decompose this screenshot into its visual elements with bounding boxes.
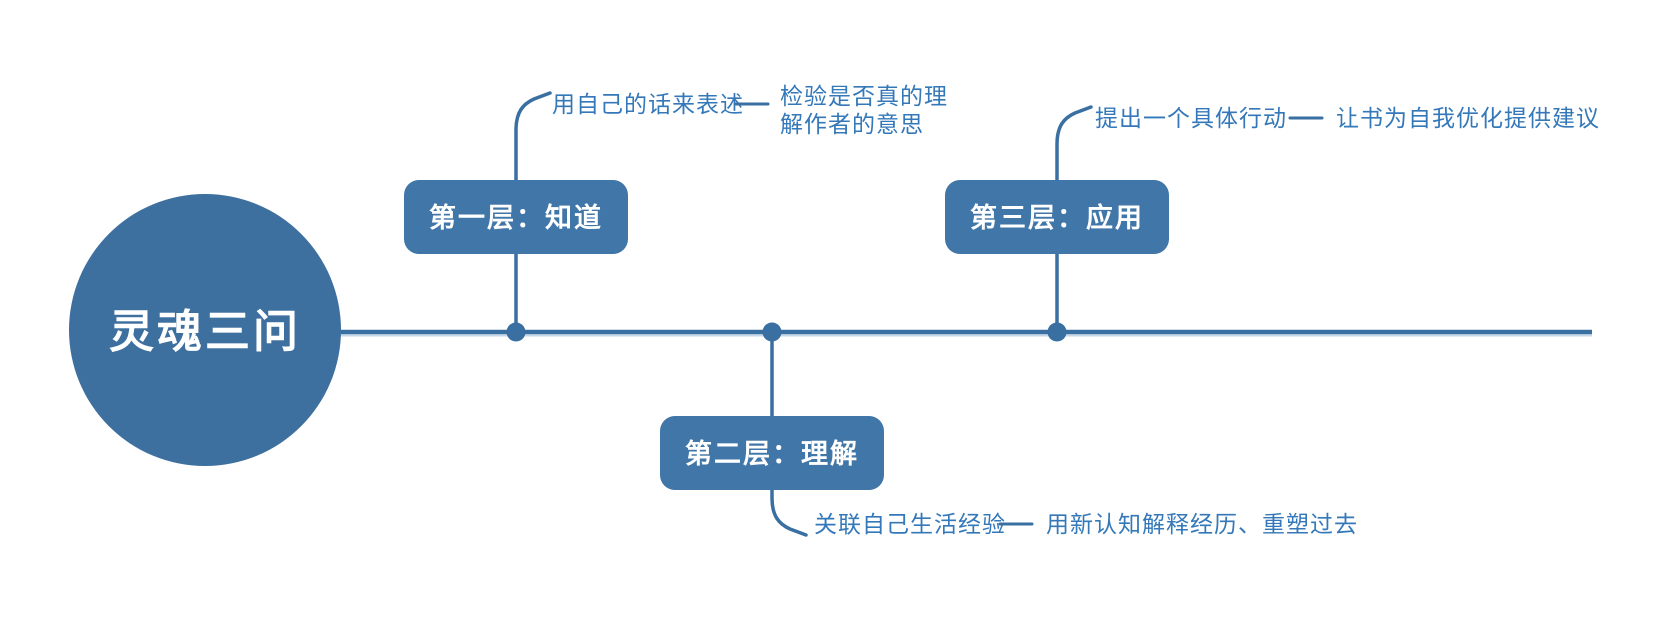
- junction-dot-node1: [506, 322, 526, 342]
- node-box-layer3[interactable]: [945, 180, 1169, 254]
- annotation-note-layer1[interactable]: 用自己的话来表述: [552, 92, 744, 118]
- root-node-label[interactable]: 灵魂三问: [109, 305, 301, 358]
- branch-connector-node3: [1055, 105, 1093, 334]
- annotation-note-layer3[interactable]: 提出一个具体行动: [1095, 106, 1287, 132]
- annotation-detail-layer1-line2[interactable]: 解作者的意思: [780, 112, 924, 138]
- annotation-note-layer2[interactable]: 关联自己生活经验: [814, 512, 1006, 538]
- annotation-detail-layer3[interactable]: 让书为自我优化提供建议: [1336, 106, 1600, 132]
- node-label-layer1[interactable]: 第一层：知道: [429, 202, 603, 234]
- node-label-layer3[interactable]: 第三层：应用: [970, 202, 1144, 234]
- annotation-detail-layer1-line1[interactable]: 检验是否真的理: [780, 84, 948, 110]
- branch-connector-node1: [514, 91, 552, 334]
- branch-connector-node2: [770, 330, 808, 537]
- root-node-circle[interactable]: [69, 194, 341, 466]
- junction-dot-node2: [762, 322, 782, 342]
- annotation-detail-layer2[interactable]: 用新认知解释经历、重塑过去: [1046, 512, 1358, 538]
- node-box-layer2[interactable]: [660, 416, 884, 490]
- node-box-layer1[interactable]: [404, 180, 628, 254]
- junction-dot-node3: [1047, 322, 1067, 342]
- node-label-layer2[interactable]: 第二层：理解: [685, 438, 859, 470]
